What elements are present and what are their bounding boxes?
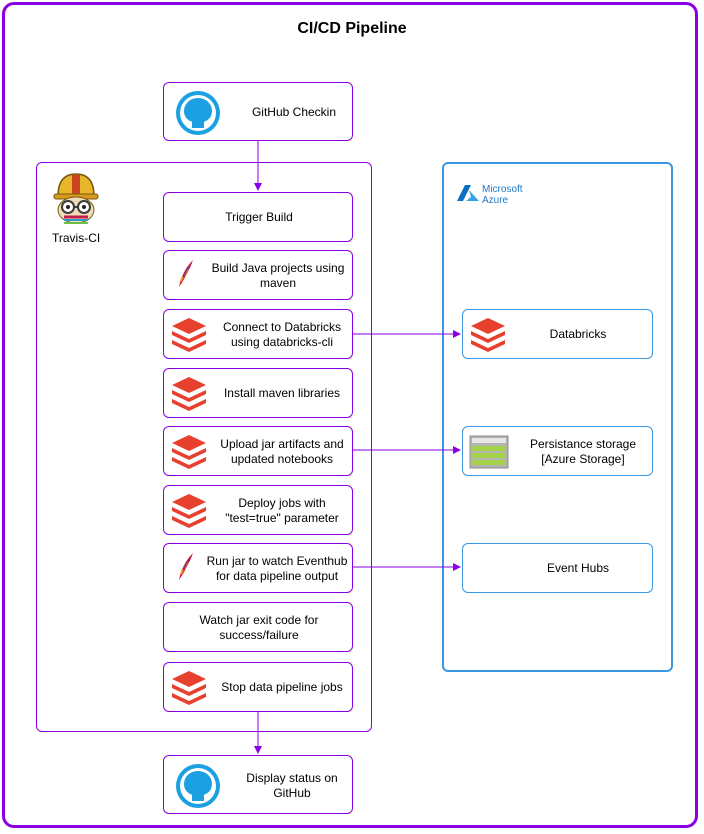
- stop-jobs-label: Stop data pipeline jobs: [221, 680, 343, 694]
- run-jar-step[interactable]: Run jar to watch Eventhub for data pipel…: [163, 543, 353, 593]
- azure-group: [442, 162, 673, 672]
- github-checkin-label: GitHub Checkin: [251, 105, 337, 119]
- azure-storage-service[interactable]: Persistance storage [Azure Storage]: [462, 426, 653, 476]
- databricks-icon: [471, 318, 505, 352]
- watch-exit-label: Watch jar exit code for success/failure: [199, 613, 319, 642]
- build-java-label: Build Java projects using maven: [211, 261, 345, 290]
- upload-jar-label: Upload jar artifacts and updated noteboo…: [220, 437, 344, 466]
- display-status-step[interactable]: Display status on GitHub: [163, 755, 353, 814]
- travis-ci-label: Travis-CI: [52, 231, 101, 245]
- run-jar-label: Run jar to watch Eventhub for data pipel…: [206, 554, 348, 583]
- azure-logo-icon: [457, 185, 479, 201]
- azure-eventhubs-label: Event Hubs: [546, 561, 610, 575]
- azure-databricks-label: Databricks: [549, 327, 607, 341]
- maven-feather-icon: [179, 553, 193, 580]
- github-checkin-step[interactable]: GitHub Checkin: [163, 82, 353, 141]
- install-maven-label: Install maven libraries: [223, 386, 341, 400]
- travis-ci-logo-icon: [53, 173, 99, 224]
- build-java-step[interactable]: Build Java projects using maven: [163, 250, 353, 300]
- diagram-frame: [2, 2, 698, 828]
- databricks-icon: [172, 671, 206, 705]
- watch-exit-step[interactable]: Watch jar exit code for success/failure: [163, 602, 353, 652]
- storage-icon: [469, 435, 509, 469]
- azure-label: Microsoft Azure: [482, 184, 523, 206]
- install-maven-step[interactable]: Install maven libraries: [163, 368, 353, 418]
- azure-eventhubs-service[interactable]: Event Hubs: [462, 543, 653, 593]
- azure-label-line1: Microsoft: [482, 184, 523, 195]
- databricks-icon: [172, 494, 206, 528]
- travis-ci-group: [36, 162, 372, 732]
- trigger-build-step[interactable]: Trigger Build: [163, 192, 353, 242]
- databricks-icon: [172, 318, 206, 352]
- databricks-icon: [172, 377, 206, 411]
- github-icon: [176, 764, 220, 808]
- trigger-build-label: Trigger Build: [225, 210, 293, 224]
- connect-databricks-label: Connect to Databricks using databricks-c…: [222, 320, 342, 349]
- azure-databricks-service[interactable]: Databricks: [462, 309, 653, 359]
- azure-label-line2: Azure: [482, 195, 509, 206]
- github-icon: [176, 91, 220, 135]
- upload-jar-step[interactable]: Upload jar artifacts and updated noteboo…: [163, 426, 353, 476]
- stop-jobs-step[interactable]: Stop data pipeline jobs: [163, 662, 353, 712]
- maven-feather-icon: [179, 260, 193, 287]
- deploy-jobs-label: Deploy jobs with "test=true" parameter: [225, 496, 339, 525]
- display-status-label: Display status on GitHub: [246, 771, 338, 800]
- diagram-title: CI/CD Pipeline: [297, 20, 407, 37]
- deploy-jobs-step[interactable]: Deploy jobs with "test=true" parameter: [163, 485, 353, 535]
- databricks-icon: [172, 435, 206, 469]
- azure-storage-label: Persistance storage [Azure Storage]: [529, 437, 637, 466]
- connect-databricks-step[interactable]: Connect to Databricks using databricks-c…: [163, 309, 353, 359]
